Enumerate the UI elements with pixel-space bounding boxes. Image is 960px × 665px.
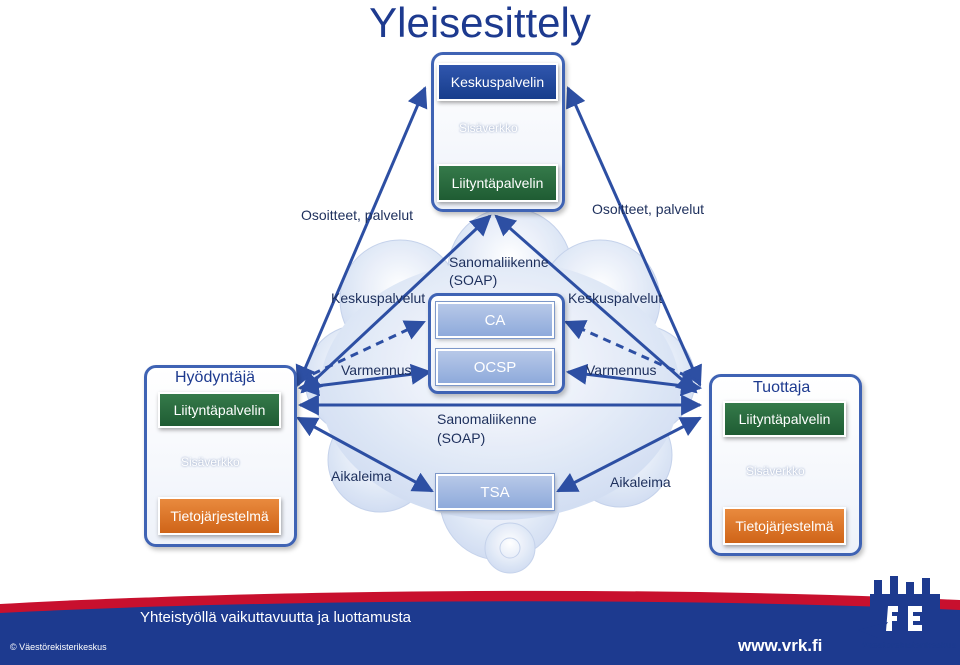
footer-band [0, 590, 960, 665]
edge-label-verify-left: Varmennus [341, 362, 412, 378]
top-gateway-box: Liityntäpalvelin [437, 164, 558, 202]
edge-label-central-left: Keskuspalvelut [331, 290, 426, 306]
consumer-title: Hyödyntäjä [175, 369, 256, 386]
central-server-box: Keskuspalvelin [437, 63, 558, 101]
edge-label-central-right: Keskuspalvelut [568, 290, 663, 306]
edge-label-messaging-top-2: (SOAP) [449, 272, 498, 288]
footer-url-link[interactable]: www.vrk.fi [738, 636, 823, 655]
edge-label-messaging-top-1: Sanomaliikenne [449, 254, 549, 270]
producer-network-label: Sisäverkko [746, 464, 805, 478]
edge-label-messaging-mid-1: Sanomaliikenne [437, 411, 537, 427]
consumer-system-box: Tietojärjestelmä [158, 497, 281, 535]
tsa-box: TSA [436, 474, 554, 510]
page-title: Yleisesittely [369, 0, 591, 46]
edge-label-addresses-right: Osoitteet, palvelut [592, 201, 705, 217]
top-network-label: Sisäverkko [459, 121, 518, 135]
producer-gateway-box: Liityntäpalvelin [723, 401, 846, 437]
edge-label-timestamp-left: Aikaleima [331, 468, 392, 484]
footer-slogan: Yhteistyöllä vaikuttavuutta ja luottamus… [140, 609, 411, 626]
edge-label-verify-right: Varmennus [586, 362, 657, 378]
footer-copyright: © Väestörekisterikeskus [10, 642, 107, 652]
producer-title: Tuottaja [753, 379, 811, 396]
ocsp-box: OCSP [436, 349, 554, 385]
logo-caption: Väestörekisterikeskus [861, 640, 957, 650]
consumer-gateway-box: Liityntäpalvelin [158, 392, 281, 428]
producer-system-box: Tietojärjestelmä [723, 507, 846, 545]
ca-box: CA [436, 302, 554, 338]
vrk-logo-icon [858, 576, 940, 638]
edge-label-addresses-left: Osoitteet, palvelut [301, 207, 414, 223]
consumer-network-label: Sisäverkko [181, 455, 240, 469]
edge-label-timestamp-right: Aikaleima [610, 474, 671, 490]
edge-label-messaging-mid-2: (SOAP) [437, 430, 486, 446]
